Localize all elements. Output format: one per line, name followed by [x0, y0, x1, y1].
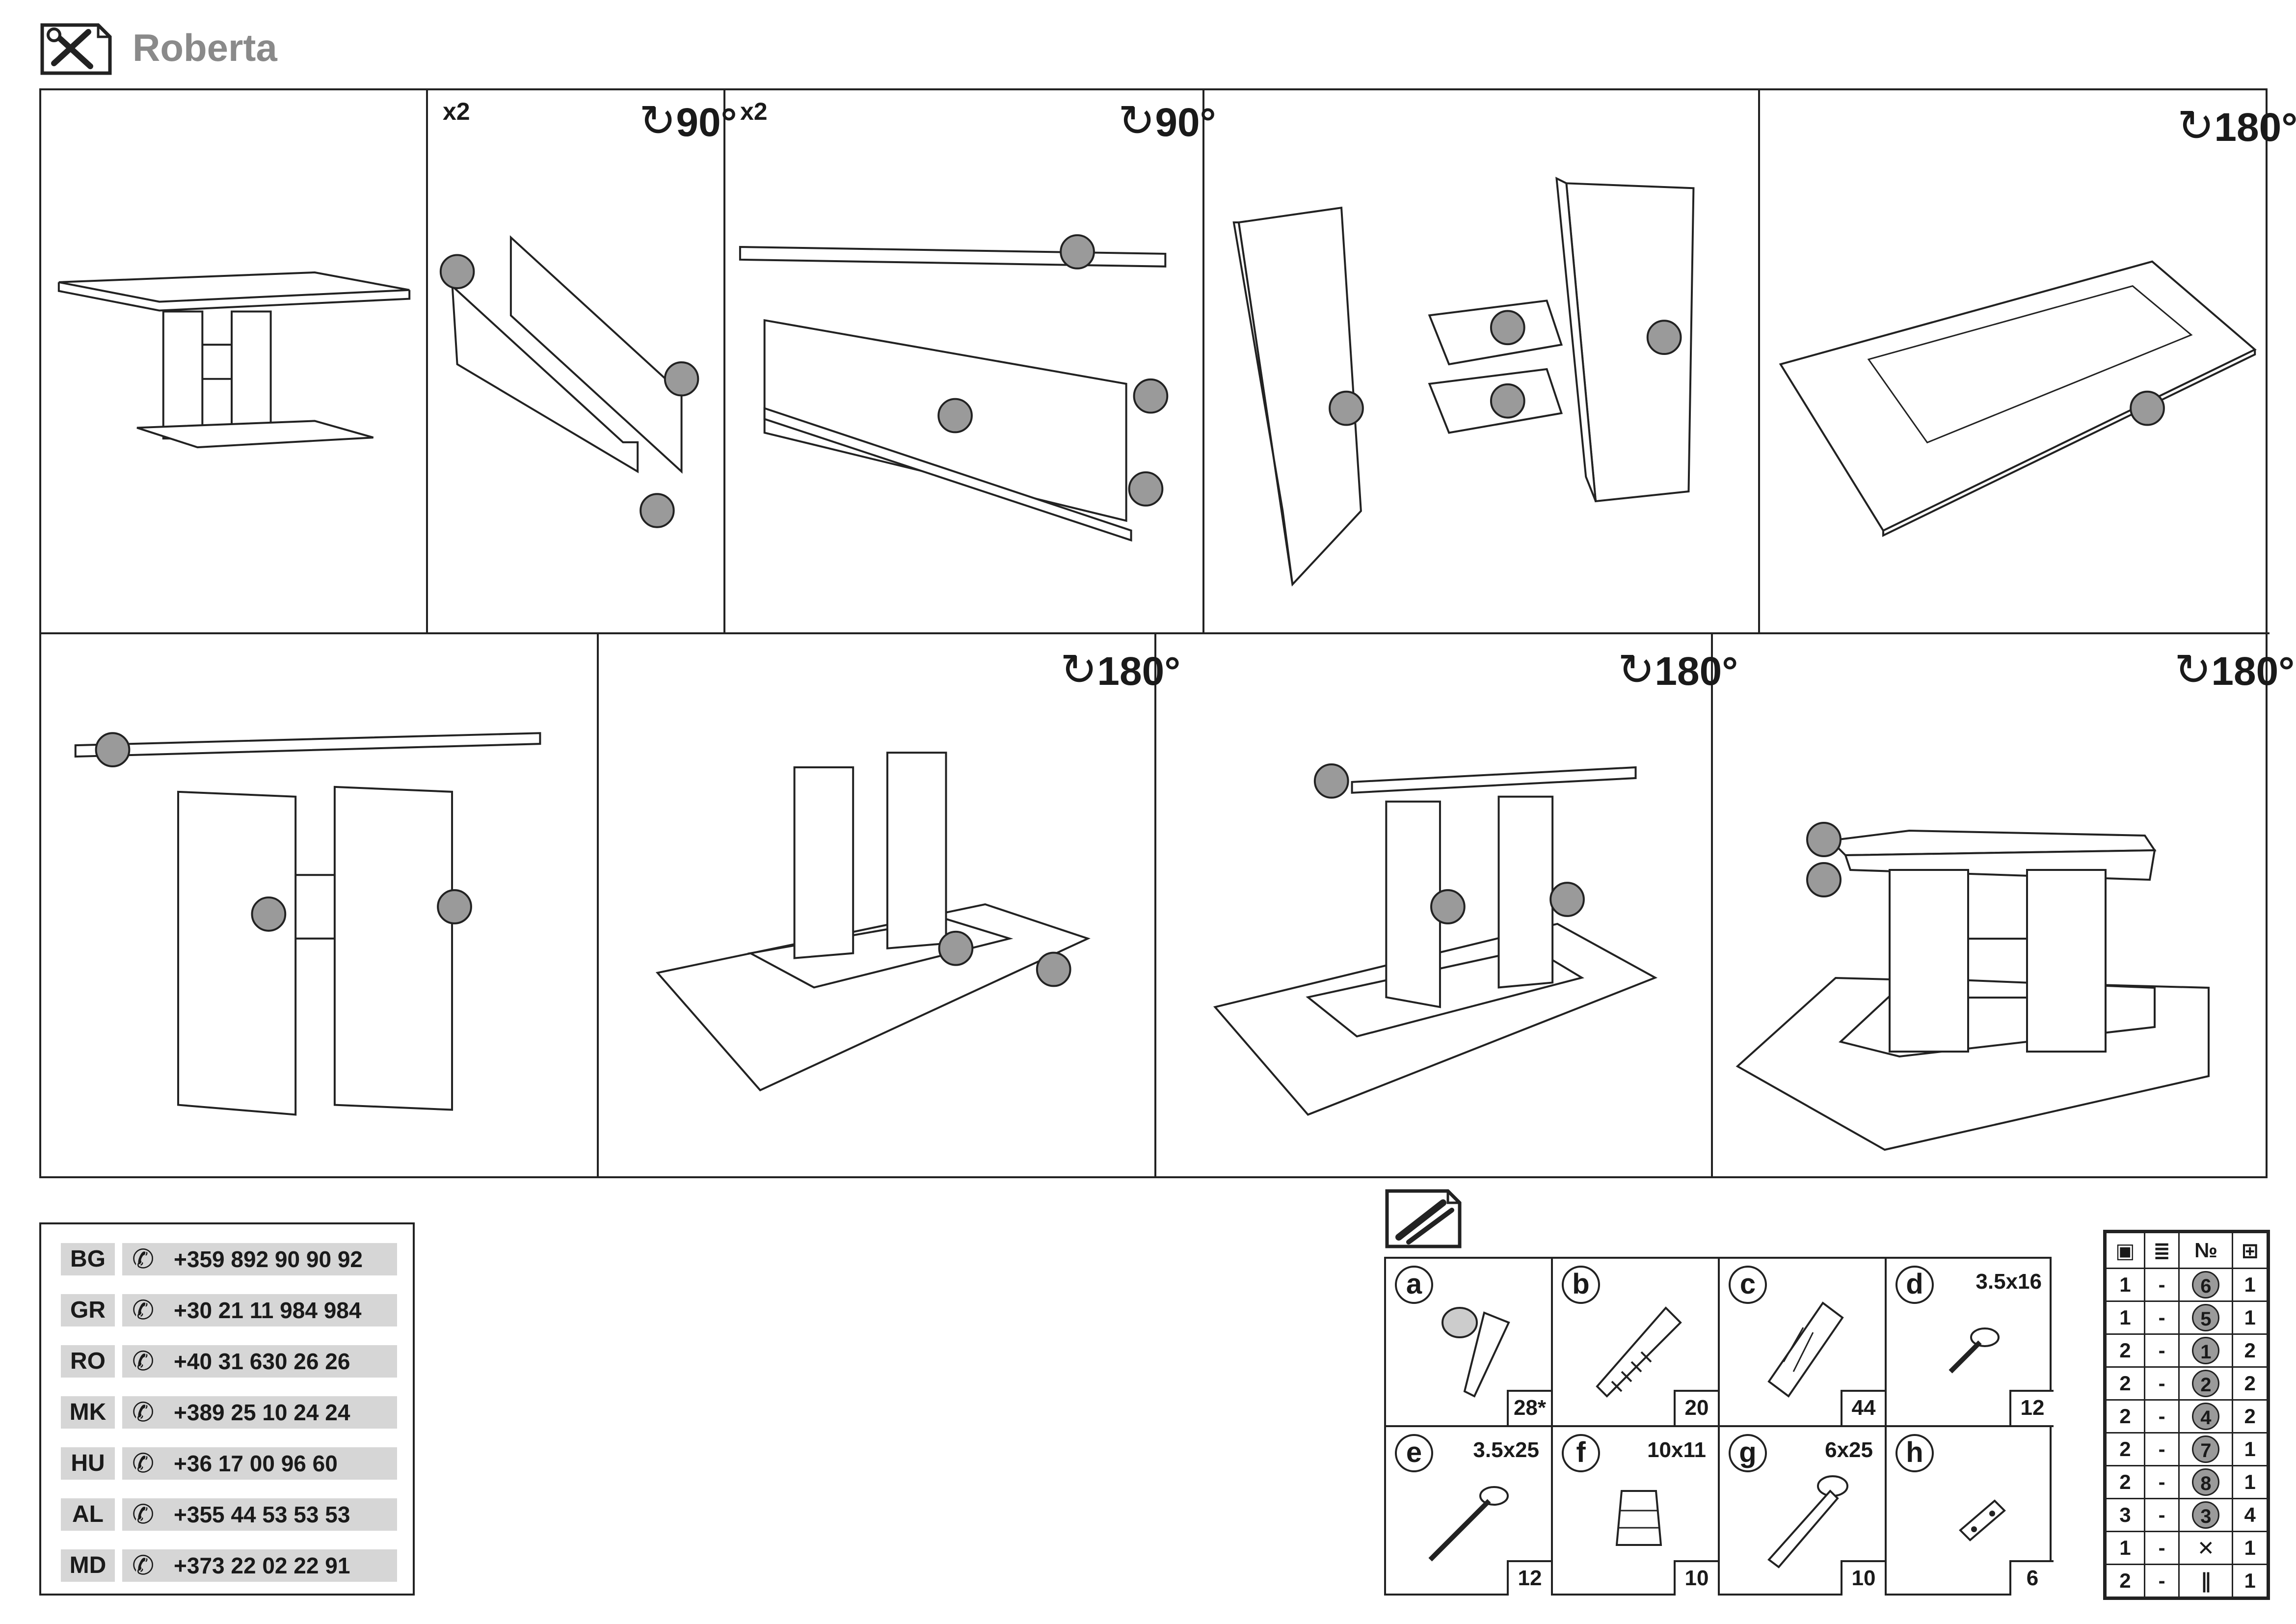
- cam-lock-icon: [1442, 1307, 1510, 1398]
- step-2-quantity: x2: [443, 98, 470, 125]
- hardware-h: h 6: [1887, 1427, 2054, 1596]
- step-3-panel: x2 ↻90°: [725, 90, 1216, 634]
- step-5-panel: ↻180°: [1760, 90, 2296, 634]
- metal-plate-icon: [1959, 1499, 2006, 1542]
- step-9-panel: ↻180°: [1713, 634, 2295, 1178]
- phone-icon: ✆: [132, 1347, 155, 1376]
- hardware-a: a 28*: [1386, 1259, 1553, 1427]
- phone-icon: ✆: [132, 1296, 155, 1325]
- rotate-arrow-icon: ↻: [1618, 646, 1655, 695]
- table-row: 2-∥1: [2105, 1564, 2268, 1598]
- step-7-panel: ↻180°: [599, 634, 1180, 1178]
- hardware-e: e 3.5x25 12: [1386, 1427, 1553, 1596]
- step-4-panel: [1204, 90, 1760, 634]
- rotate-arrow-icon: ↻: [2174, 646, 2212, 695]
- step-8-rotation: ↻180°: [1618, 646, 1738, 695]
- hardware-f: f 10x11 10: [1553, 1427, 1720, 1596]
- step-6-panel: [41, 634, 599, 1178]
- step-3-rotation: ↻90°: [1118, 97, 1216, 146]
- machine-screw-icon: [1767, 1475, 1848, 1569]
- step-7-rotation: ↻180°: [1060, 646, 1181, 695]
- dimensions-icon: ⊞: [2232, 1232, 2268, 1269]
- short-screw-icon: [1949, 1327, 2000, 1374]
- wood-screw-icon: [1428, 1486, 1509, 1562]
- number-sign: №: [2178, 1232, 2234, 1269]
- tools-icon: [39, 22, 113, 76]
- step-1-panel: [41, 90, 428, 634]
- phone-icon: ✆: [132, 1551, 155, 1580]
- phone-icon: ✆: [132, 1398, 155, 1427]
- hardware-g: g 6x25 10: [1720, 1427, 1887, 1596]
- step-9-rotation: ↻180°: [2174, 646, 2295, 695]
- step-2-rotation: ↻90°: [639, 97, 737, 146]
- page-title: Roberta: [133, 26, 277, 69]
- service-contacts: BG+359 892 90 90 92✆ GR+30 21 11 984 984…: [39, 1222, 415, 1596]
- plastic-plug-icon: [1615, 1490, 1662, 1546]
- phone-icon: ✆: [132, 1449, 155, 1478]
- box-icon: ▣: [2105, 1232, 2145, 1269]
- rotate-arrow-icon: ↻: [2177, 102, 2215, 151]
- step-8-panel: ↻180°: [1156, 634, 1738, 1178]
- fittings-icon: ∥: [2178, 1564, 2234, 1598]
- hardware-c: c 44: [1720, 1259, 1887, 1427]
- hardware-b: b 20: [1553, 1259, 1720, 1427]
- step-3-quantity: x2: [740, 98, 768, 125]
- step-5-rotation: ↻180°: [2177, 102, 2296, 151]
- step-2-panel: x2 ↻90°: [428, 90, 737, 634]
- rotate-arrow-icon: ↻: [639, 97, 676, 146]
- rotate-arrow-icon: ↻: [1118, 97, 1155, 146]
- wood-dowel-icon: [1767, 1301, 1844, 1398]
- phone-icon: ✆: [132, 1245, 155, 1274]
- tools-icon: ✕: [2178, 1531, 2234, 1565]
- assembly-steps-grid: x2 ↻90° x2 ↻90°: [39, 88, 2296, 1178]
- rotate-arrow-icon: ↻: [1060, 646, 1097, 695]
- confirmat-screw-icon: [1596, 1306, 1682, 1398]
- fittings-icon: [1384, 1188, 1463, 1249]
- hardware-d: d 3.5x16 12: [1887, 1259, 2054, 1427]
- stack-icon: ≣: [2143, 1232, 2180, 1269]
- table-row: 1-✕1: [2105, 1531, 2268, 1565]
- hardware-table: a 28* b 20 c 44 d 3.5x16 12 e 3.5x25 12 …: [1384, 1257, 2054, 1596]
- phone-icon: ✆: [132, 1500, 155, 1529]
